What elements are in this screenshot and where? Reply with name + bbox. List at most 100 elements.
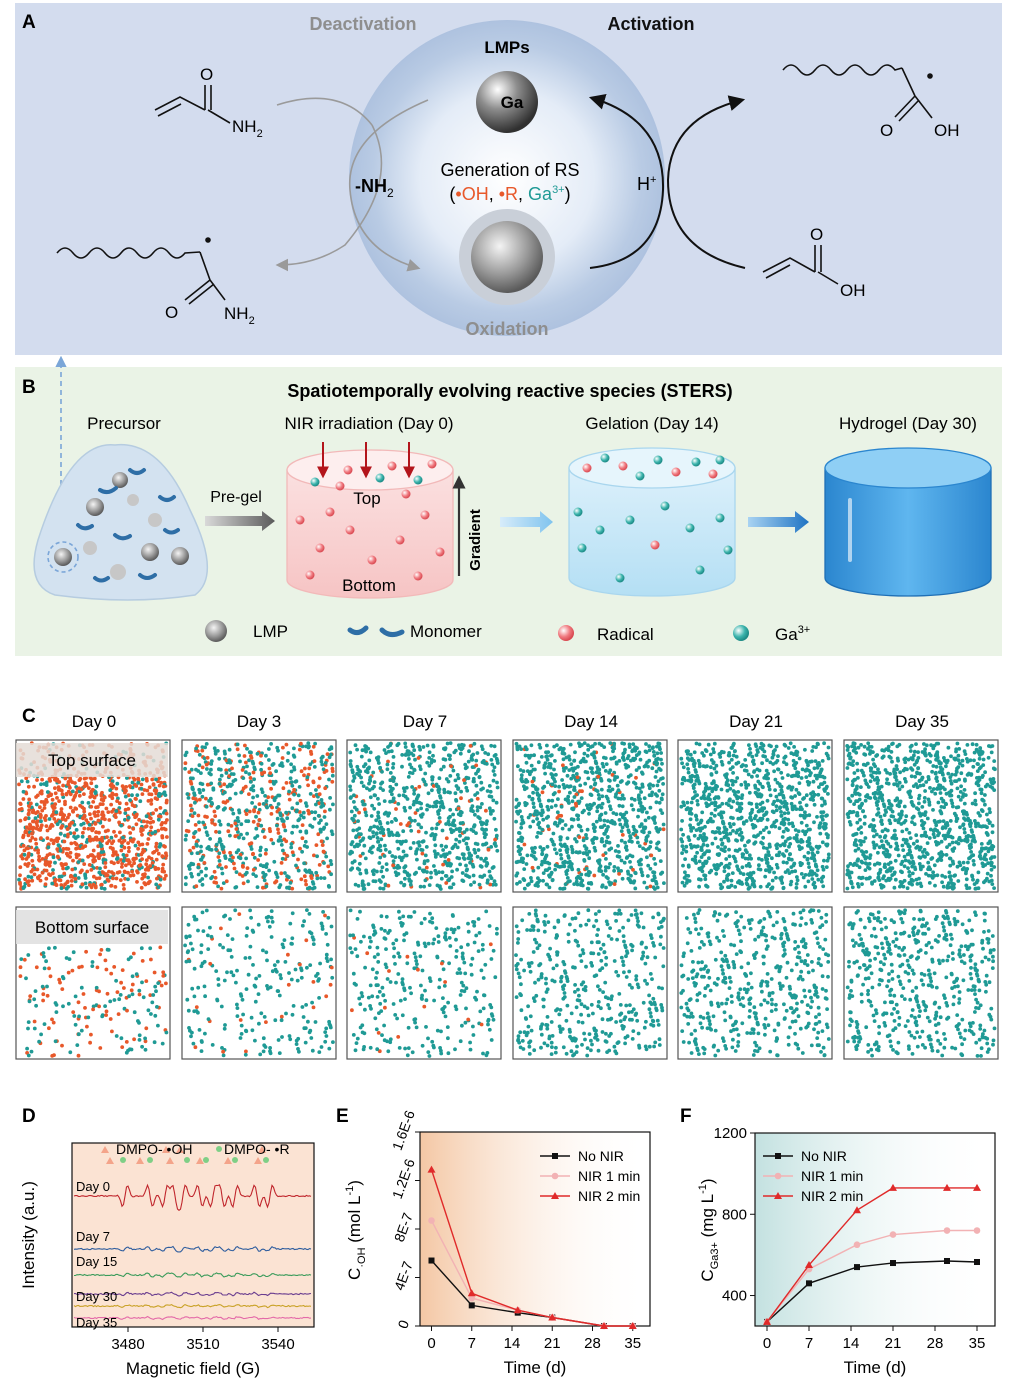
panel-c-letter: C bbox=[22, 706, 36, 727]
x-tick-label: 14 bbox=[504, 1335, 521, 1352]
pam-radical-dot bbox=[205, 237, 211, 243]
paa-chain-wave bbox=[782, 64, 903, 76]
top-surface-map bbox=[843, 739, 999, 893]
x-tick-label: 28 bbox=[927, 1335, 944, 1352]
panel-f-letter: F bbox=[680, 1106, 692, 1127]
epr-xtick-label: 3480 bbox=[111, 1336, 144, 1353]
chart-f-background bbox=[755, 1133, 995, 1326]
y-tick-label: 4E-7 bbox=[391, 1259, 416, 1292]
panel-b-title: Spatiotemporally evolving reactive speci… bbox=[287, 381, 732, 401]
day-header: Day 3 bbox=[237, 712, 281, 731]
epr-frame bbox=[71, 1142, 315, 1328]
legend-ga-icon bbox=[733, 625, 749, 641]
legend-monomer-label: Monomer bbox=[410, 622, 482, 641]
epr-ylabel: Intensity (a.u.) bbox=[19, 1181, 38, 1289]
data-point bbox=[428, 1257, 435, 1264]
y-axis-label: C·OH (mol L-1) bbox=[344, 1180, 368, 1280]
oxidized-lmp-icon bbox=[471, 221, 543, 293]
legend-lmp-label: LMP bbox=[253, 622, 288, 641]
epr-xtick-label: 3540 bbox=[261, 1336, 294, 1353]
panel-a-letter: A bbox=[22, 12, 36, 33]
epr-trace-label: Day 35 bbox=[76, 1315, 117, 1330]
acrylic-oh: OH bbox=[840, 281, 866, 300]
chart-frame bbox=[754, 1132, 996, 1327]
pregel-label: Pre-gel bbox=[210, 489, 262, 506]
epr-trace bbox=[73, 1303, 312, 1309]
pregel-particles bbox=[295, 459, 445, 581]
data-point bbox=[974, 1259, 980, 1266]
pam-nh2: NH2 bbox=[224, 304, 255, 327]
deactivation-arc-top bbox=[276, 97, 373, 126]
data-point bbox=[853, 1206, 861, 1214]
pam-chain-wave bbox=[56, 247, 201, 259]
day-header: Day 14 bbox=[564, 712, 618, 731]
day-headers: Day 0 Day 3 Day 7 Day 14 Day 21 Day 35 bbox=[72, 712, 949, 731]
data-point bbox=[973, 1227, 981, 1234]
series-line bbox=[430, 1169, 633, 1327]
epr-background bbox=[72, 1143, 314, 1327]
legend-label: No NIR bbox=[578, 1148, 624, 1164]
data-point bbox=[973, 1183, 981, 1191]
data-point bbox=[548, 1313, 557, 1321]
x-tick-label: 14 bbox=[843, 1335, 860, 1352]
paa-o: O bbox=[880, 121, 893, 140]
legend-monomer-icon-2 bbox=[379, 627, 405, 638]
legend-label: No NIR bbox=[801, 1148, 847, 1164]
legend-marker bbox=[551, 1192, 559, 1199]
top-surface-map bbox=[181, 739, 337, 893]
legend-label: NIR 1 min bbox=[578, 1168, 640, 1184]
legend-marker bbox=[774, 1172, 782, 1180]
panel-b: B Spatiotemporally evolving reactive spe… bbox=[15, 355, 1002, 656]
legend-label: NIR 2 min bbox=[801, 1188, 863, 1204]
pam-o: O bbox=[165, 303, 178, 322]
precursor-contents bbox=[54, 468, 189, 583]
paa-radical-dot bbox=[927, 73, 933, 79]
chart-e-background bbox=[420, 1132, 650, 1326]
nh2-loss-label: -NH2 bbox=[355, 176, 394, 200]
data-point bbox=[854, 1264, 860, 1271]
y-tick-label: 1.2E-6 bbox=[389, 1156, 418, 1200]
lmp-halo bbox=[349, 20, 665, 336]
paa-side-structure bbox=[894, 67, 933, 122]
oxidation-label: Oxidation bbox=[465, 319, 548, 339]
rs-oh: •OH bbox=[455, 184, 488, 204]
legend-lmp-icon bbox=[205, 620, 227, 642]
panel-e-letter: E bbox=[336, 1106, 349, 1127]
day-header: Day 7 bbox=[403, 712, 447, 731]
x-tick-label: 7 bbox=[468, 1335, 476, 1352]
deactivation-label: Deactivation bbox=[309, 14, 416, 34]
day-header: Day 35 bbox=[895, 712, 949, 731]
epr-legend-r: DMPO- •R bbox=[224, 1141, 290, 1157]
rs-list: (•OH, •R, Ga3+) bbox=[449, 184, 570, 204]
rs-r: •R bbox=[499, 184, 518, 204]
hydrogel-cylinder bbox=[824, 467, 992, 597]
bottom-surface-map bbox=[677, 906, 833, 1060]
y-axis-label: CGa3+ (mg L-1) bbox=[697, 1178, 721, 1281]
top-surface-map bbox=[512, 739, 668, 893]
data-point bbox=[805, 1261, 813, 1269]
hydrogel-cylinder-top bbox=[824, 447, 992, 489]
hydrogel-label: Hydrogel (Day 30) bbox=[839, 414, 977, 433]
data-point bbox=[468, 1294, 476, 1302]
top-surface-tag bbox=[16, 743, 168, 777]
data-point bbox=[600, 1322, 608, 1329]
data-point bbox=[943, 1183, 951, 1191]
bottom-surface-tag bbox=[16, 910, 168, 944]
data-point bbox=[806, 1280, 812, 1287]
bottom-surface-map bbox=[181, 906, 337, 1060]
x-tick-label: 21 bbox=[544, 1335, 561, 1352]
panel-c: C Day 0 Day 3 Day 7 Day 14 Day 21 Day 35… bbox=[15, 706, 999, 1060]
x-tick-label: 0 bbox=[763, 1335, 771, 1352]
panel-a: A Deactivation Activation LMPs Ga Genera… bbox=[15, 3, 1002, 355]
bottom-label: Bottom bbox=[342, 576, 396, 595]
top-surface-map bbox=[677, 739, 833, 893]
pregel-cylinder bbox=[286, 469, 454, 599]
epr-trace bbox=[74, 1272, 312, 1278]
epr-trace-label: Day 0 bbox=[76, 1179, 110, 1194]
activation-arrow-left bbox=[588, 94, 665, 269]
y-tick-label: 400 bbox=[722, 1288, 747, 1305]
series-line bbox=[766, 1229, 977, 1323]
ga-sphere-icon bbox=[476, 71, 538, 133]
panel-d: D DMPO- •OH DMPO- •R Day 0 Day 7 Day bbox=[19, 1106, 315, 1378]
